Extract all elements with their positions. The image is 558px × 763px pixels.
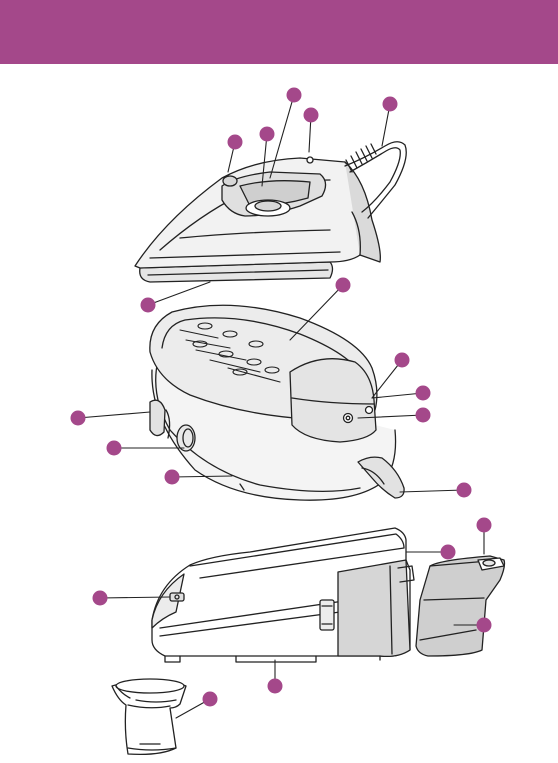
callout-marker <box>228 135 243 150</box>
callout-marker <box>141 298 156 313</box>
callout-marker <box>477 618 492 633</box>
callout-marker <box>107 441 122 456</box>
callout-marker <box>477 518 492 533</box>
callout-marker <box>268 679 283 694</box>
callout-marker <box>441 545 456 560</box>
callout-marker <box>395 353 410 368</box>
filling-jug <box>112 679 186 754</box>
callout-marker <box>416 408 431 423</box>
callout-marker <box>165 470 180 485</box>
callout-marker <box>203 692 218 707</box>
callout-marker <box>457 483 472 498</box>
callout-marker <box>383 97 398 112</box>
steam-generator-base <box>150 305 404 500</box>
callout-marker <box>287 88 302 103</box>
callout-marker <box>71 411 86 426</box>
steam-iron <box>135 142 406 282</box>
callout-marker <box>336 278 351 293</box>
callout-marker <box>260 127 275 142</box>
callout-marker <box>304 108 319 123</box>
callout-marker <box>416 386 431 401</box>
callout-marker <box>93 591 108 606</box>
